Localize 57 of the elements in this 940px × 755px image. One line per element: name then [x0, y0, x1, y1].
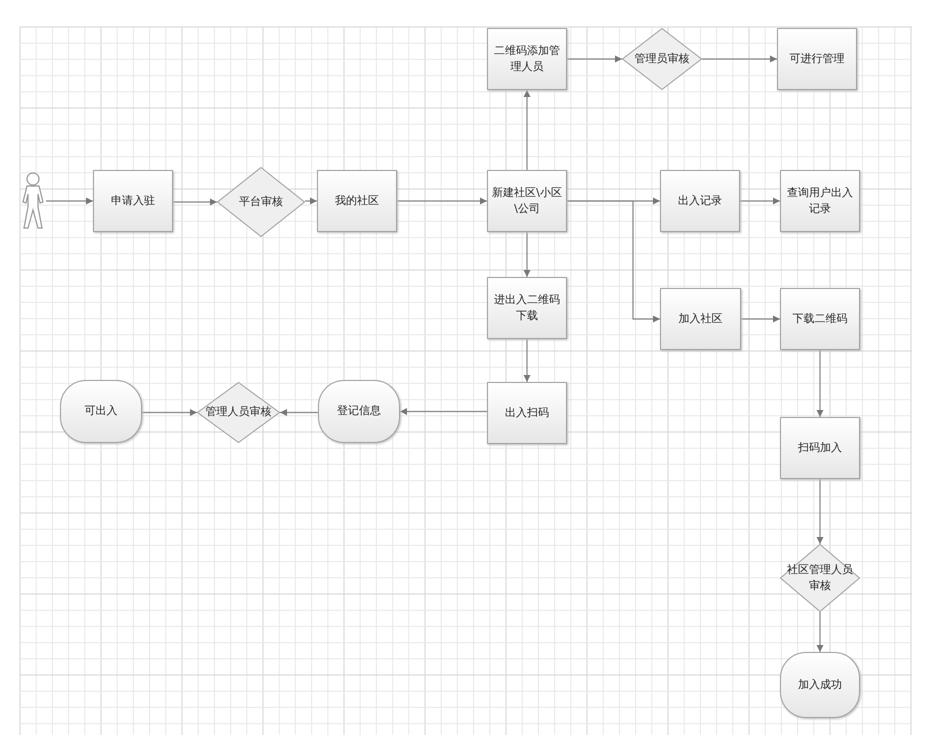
- arrow: [740, 198, 780, 204]
- terminal-box: [780, 652, 860, 718]
- node-label: 新建社区\小区\公司: [491, 184, 563, 217]
- arrow: [46, 198, 93, 204]
- decision-diamond: [780, 544, 860, 612]
- process-box: [780, 170, 860, 232]
- node-label: 进出入二维码下载: [493, 292, 561, 324]
- terminal-box: [60, 380, 142, 443]
- node-label: 平台审核: [238, 194, 284, 210]
- arrow: [142, 409, 197, 416]
- arrow: [524, 232, 530, 277]
- arrow: [702, 56, 777, 62]
- node-label: 登记信息: [336, 403, 382, 420]
- node-label: 我的社区: [334, 192, 380, 209]
- process-box: [487, 277, 567, 339]
- arrow: [524, 339, 530, 382]
- decision-diamond: [197, 382, 280, 443]
- node-label: 查询用户出入记录: [786, 184, 854, 217]
- node-label: 出入记录: [677, 192, 723, 209]
- node-label: 出入扫码: [504, 404, 550, 421]
- arrow: [397, 198, 487, 204]
- node-label: 扫码加入: [797, 440, 843, 456]
- node-label: 加入社区: [678, 310, 724, 327]
- node-label: 管理员审核: [634, 50, 690, 67]
- process-box: [780, 417, 860, 479]
- arrow: [400, 408, 487, 415]
- node-label: 管理人员审核: [204, 404, 272, 420]
- arrow: [280, 409, 318, 416]
- process-box: [487, 382, 567, 444]
- decision-diamond: [622, 28, 702, 90]
- arrow: [524, 90, 530, 170]
- arrow: [816, 479, 824, 544]
- arrow: [741, 316, 780, 322]
- node-label: 下载二维码: [792, 310, 848, 327]
- arrow: [567, 56, 622, 62]
- node-label: 二维码添加管理人员: [493, 42, 561, 75]
- process-box: [780, 288, 860, 350]
- process-box: [487, 28, 567, 90]
- arrow: [816, 350, 824, 417]
- process-box: [660, 288, 741, 350]
- node-label: 可出入: [84, 403, 118, 420]
- arrow: [305, 198, 317, 204]
- person-icon: [20, 172, 46, 230]
- terminal-box: [318, 380, 400, 443]
- arrow: [567, 200, 660, 322]
- node-label: 申请入驻: [110, 192, 156, 209]
- arrow: [173, 198, 217, 206]
- arrow: [816, 612, 824, 652]
- node-label: 加入成功: [797, 676, 843, 693]
- decision-diamond: [217, 167, 305, 237]
- process-box: [93, 170, 173, 232]
- process-box: [660, 170, 740, 232]
- process-box: [317, 170, 397, 232]
- node-label: 可进行管理: [788, 50, 846, 67]
- process-box: [777, 28, 857, 90]
- process-box: [487, 170, 567, 232]
- node-label: 社区管理人员审核: [786, 562, 854, 594]
